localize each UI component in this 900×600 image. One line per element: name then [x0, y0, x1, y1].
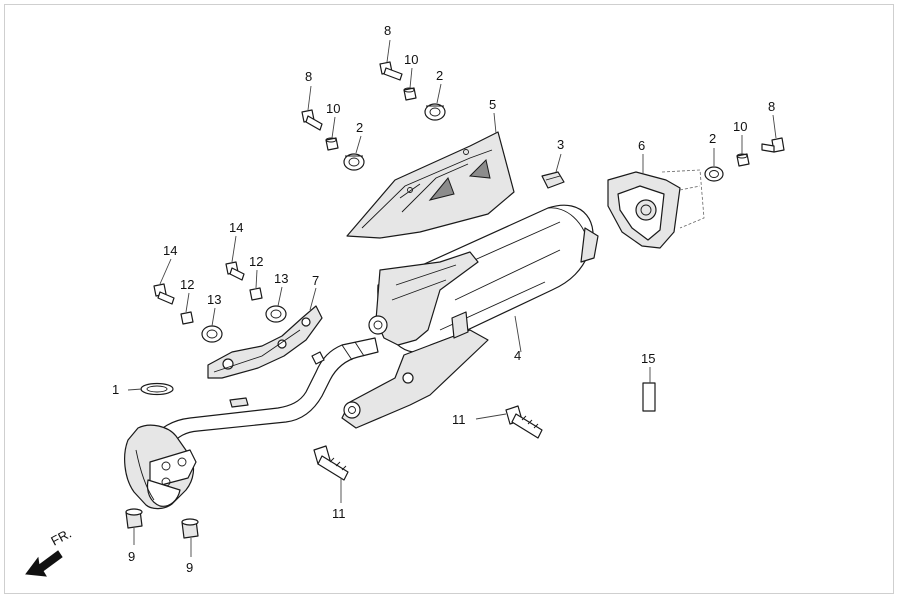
callout-11b: 11 — [332, 506, 346, 521]
callout-5: 5 — [489, 97, 496, 112]
collar-12b — [180, 311, 194, 325]
callout-2b: 2 — [356, 120, 363, 135]
muffler-end-cover — [607, 169, 705, 249]
callout-13b: 13 — [207, 292, 221, 307]
callout-13a: 13 — [274, 271, 288, 286]
muffler-mount-bracket — [341, 251, 489, 429]
callout-numbers: 1 2 2 2 3 4 5 6 7 8 8 8 9 9 10 10 10 11 … — [112, 23, 775, 575]
callout-10a: 10 — [404, 52, 418, 67]
grommet-2a — [424, 103, 446, 121]
heat-shield-upper — [346, 131, 515, 239]
grommet-2b — [343, 153, 365, 171]
bolt-8c — [761, 137, 785, 153]
guard-bracket — [207, 305, 323, 379]
front-arrow-icon — [25, 550, 63, 577]
collar-10a — [403, 87, 417, 101]
front-direction-indicator: FR. — [25, 526, 74, 577]
callout-6: 6 — [638, 138, 645, 153]
callout-3: 3 — [557, 137, 564, 152]
grommet-2c — [704, 166, 724, 182]
diagram-frame — [4, 4, 894, 594]
bolt-8a — [379, 61, 403, 81]
callout-9b: 9 — [186, 560, 193, 575]
bolt-14b — [153, 283, 175, 305]
front-label: FR. — [48, 526, 74, 549]
callout-4: 4 — [514, 348, 521, 363]
callout-14a: 14 — [229, 220, 243, 235]
callout-8b: 8 — [305, 69, 312, 84]
exhaust-header — [124, 424, 197, 510]
nut-9b — [181, 518, 199, 539]
callout-14b: 14 — [163, 243, 177, 258]
callout-12b: 12 — [180, 277, 194, 292]
bolt-11a — [505, 405, 543, 439]
clip-part-3 — [541, 171, 565, 189]
callout-2a: 2 — [436, 68, 443, 83]
grommet-13b — [201, 325, 223, 343]
callout-15: 15 — [641, 351, 655, 366]
bolt-14a — [225, 261, 245, 281]
bolt-8b — [301, 109, 323, 131]
bolt-11b — [313, 445, 349, 481]
callout-10b: 10 — [326, 101, 340, 116]
callout-2c: 2 — [709, 131, 716, 146]
leader-lines — [127, 39, 777, 557]
grommet-13a — [265, 305, 287, 323]
callout-10c: 10 — [733, 119, 747, 134]
callout-8a: 8 — [384, 23, 391, 38]
callout-7: 7 — [312, 273, 319, 288]
callout-1: 1 — [112, 382, 119, 397]
collar-12a — [249, 287, 263, 301]
gasket — [140, 382, 174, 396]
callout-11a: 11 — [452, 412, 466, 427]
nut-9a — [125, 508, 143, 529]
callout-12a: 12 — [249, 254, 263, 269]
collar-10b — [325, 137, 339, 151]
collar-10c — [736, 153, 750, 167]
callout-8c: 8 — [768, 99, 775, 114]
callout-9a: 9 — [128, 549, 135, 564]
part-15-plate — [642, 382, 656, 412]
